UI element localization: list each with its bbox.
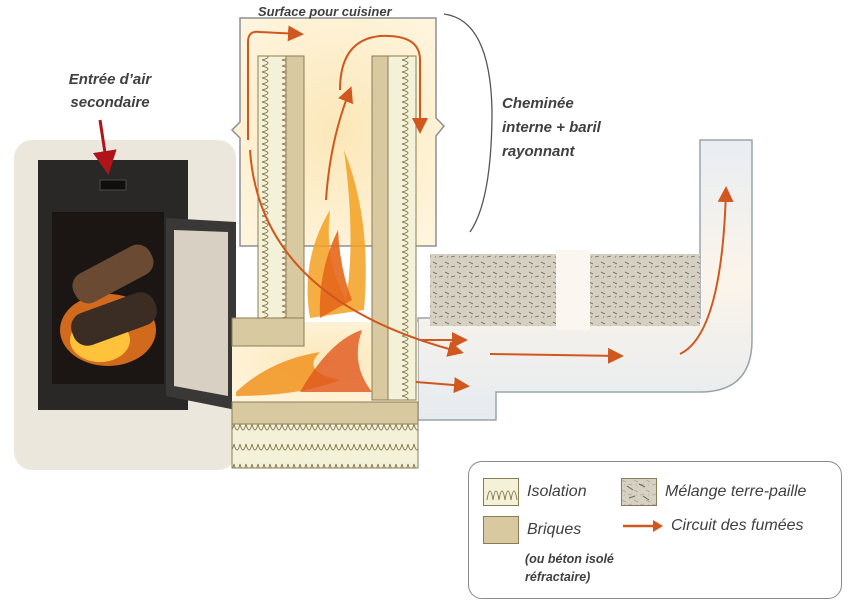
- secondary-air-line-1: Entrée d’air: [68, 71, 152, 88]
- legend-insulation-label: Isolation: [527, 483, 587, 500]
- stove-photo: [14, 140, 236, 470]
- legend-mix-label: Mélange terre-paille: [665, 483, 807, 500]
- insulation-left: [257, 55, 287, 321]
- legend-smoke-label: Circuit des fumées: [671, 517, 804, 534]
- horizontal-flue: [417, 139, 753, 421]
- chimney-line-1: Cheminée: [502, 95, 574, 112]
- legend-note: (ou béton isolé réfractaire): [525, 550, 614, 586]
- insulation-base: [231, 423, 419, 469]
- flames: [236, 150, 372, 396]
- brick-floor: [231, 401, 419, 425]
- secondary-air-arrow: [92, 119, 117, 175]
- mix-swatch: [621, 478, 657, 506]
- chimney-line-3: rayonnant: [502, 143, 575, 160]
- secondary-air-line-2: secondaire: [70, 94, 150, 111]
- insulation-swatch: [483, 478, 519, 506]
- chimney-leader-line: [443, 13, 493, 233]
- secondary-air-label: Entrée d’air secondaire: [50, 68, 170, 114]
- legend: Isolation Mélange terre-paille Briques C…: [468, 461, 842, 599]
- brick-feed-shelf: [231, 317, 305, 347]
- legend-bricks-label: Briques: [527, 521, 582, 538]
- legend-note-line-2: réfractaire): [525, 570, 591, 584]
- legend-mix: Mélange terre-paille: [621, 478, 806, 506]
- smoke-arrow-icon: [623, 520, 663, 532]
- chimney-line-2: interne + baril: [502, 119, 601, 136]
- brick-left: [285, 55, 305, 321]
- cooking-surface-label: Surface pour cuisiner: [258, 4, 392, 19]
- legend-note-line-1: (ou béton isolé: [525, 552, 614, 566]
- smoke-circuit: [247, 25, 734, 394]
- legend-bricks: Briques: [483, 516, 581, 544]
- legend-insulation: Isolation: [483, 478, 587, 506]
- chimney-label: Cheminée interne + baril rayonnant: [502, 92, 601, 164]
- legend-smoke: Circuit des fumées: [621, 516, 804, 536]
- brick-right: [371, 55, 389, 401]
- insulation-right: [387, 55, 417, 401]
- brick-swatch: [483, 516, 519, 544]
